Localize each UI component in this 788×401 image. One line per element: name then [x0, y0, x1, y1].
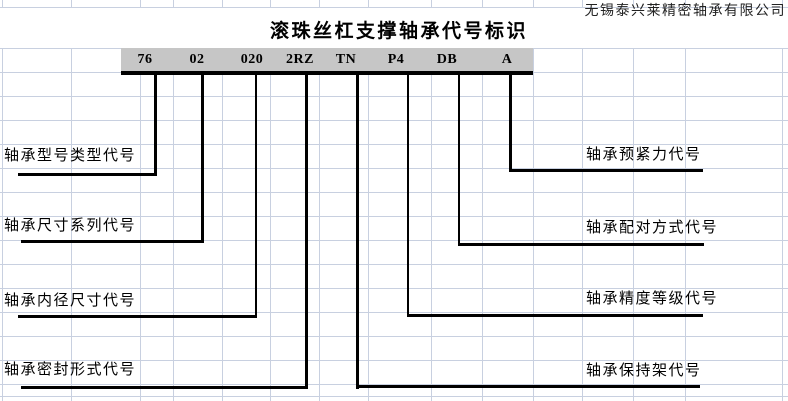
code-band-underline	[121, 71, 533, 75]
page-title: 滚珠丝杠支撑轴承代号标识	[269, 21, 529, 42]
connector-vline	[509, 74, 512, 172]
grid-vline-stub	[685, 0, 686, 7]
grid-vline	[270, 48, 271, 401]
grid-hline	[0, 168, 788, 169]
grid-hline	[0, 96, 788, 97]
connector-hline	[406, 314, 703, 317]
grid-vline	[222, 48, 223, 401]
grid-vline-stub	[533, 0, 534, 7]
connector-vline	[201, 74, 204, 243]
grid-hline	[0, 336, 788, 337]
code-segment-bore-size: 020	[240, 52, 264, 67]
code-band	[121, 48, 533, 71]
label-size-series-code: 轴承尺寸系列代号	[4, 218, 137, 234]
grid-hline	[0, 240, 788, 241]
grid-hline	[0, 7, 788, 8]
grid-vline-stub	[482, 0, 483, 7]
code-segment-cage: TN	[335, 52, 357, 67]
connector-hline	[18, 315, 257, 318]
grid-vline-stub	[368, 0, 369, 7]
grid-vline-stub	[173, 0, 174, 7]
grid-vline-stub	[633, 0, 634, 7]
grid-vline	[71, 48, 72, 401]
code-segment-model-type: 76	[137, 52, 153, 67]
code-segment-seal-type: 2RZ	[286, 52, 314, 67]
grid-vline-stub	[270, 0, 271, 7]
grid-hline	[0, 192, 788, 193]
connector-vline	[457, 74, 460, 246]
grid-hline	[0, 264, 788, 265]
grid-hline	[0, 216, 788, 217]
grid-vline	[368, 48, 369, 401]
code-segment-size-series: 02	[189, 52, 205, 67]
grid-hline	[0, 144, 788, 145]
grid-hline	[0, 120, 788, 121]
connector-hline	[18, 173, 156, 176]
code-segment-precision: P4	[387, 52, 405, 67]
connector-vline	[154, 74, 157, 176]
label-precision-code: 轴承精度等级代号	[586, 291, 719, 307]
connector-vline	[254, 74, 257, 318]
code-segment-pairing: DB	[436, 52, 458, 67]
label-pairing-code: 轴承配对方式代号	[586, 220, 719, 236]
connector-hline	[509, 169, 703, 172]
grid-vline-stub	[582, 0, 583, 7]
grid-vline-stub	[222, 0, 223, 7]
label-model-type-code: 轴承型号类型代号	[4, 148, 137, 164]
grid-vline	[482, 48, 483, 401]
connector-hline	[21, 240, 203, 243]
label-preload-code: 轴承预紧力代号	[586, 147, 702, 163]
grid-hline	[0, 360, 788, 361]
grid-vline	[533, 48, 534, 401]
code-segment-preload: A	[501, 52, 513, 67]
connector-vline	[356, 74, 359, 389]
grid-hline	[0, 288, 788, 289]
grid-hline	[0, 396, 788, 397]
label-seal-type-code: 轴承密封形式代号	[4, 362, 137, 378]
label-bore-size-code: 轴承内径尺寸代号	[4, 293, 137, 309]
grid-vline	[582, 48, 583, 401]
grid-vline	[173, 48, 174, 401]
grid-vline-stub	[431, 0, 432, 7]
grid-vline	[685, 48, 686, 401]
grid-vline	[319, 48, 320, 401]
grid-vline-stub	[71, 0, 72, 7]
connector-vline	[406, 74, 409, 317]
connector-hline	[21, 386, 307, 389]
grid-vline-stub	[2, 0, 3, 7]
grid-vline	[431, 48, 432, 401]
grid-vline-stub	[319, 0, 320, 7]
connector-vline	[305, 74, 308, 389]
grid-hline	[0, 384, 788, 385]
connector-hline	[457, 243, 704, 246]
company-name: 无锡泰兴莱精密轴承有限公司	[584, 2, 786, 18]
grid-vline	[782, 48, 783, 401]
label-cage-code: 轴承保持架代号	[586, 363, 702, 379]
grid-vline	[140, 48, 141, 401]
grid-vline-stub	[782, 0, 783, 7]
grid-hline	[0, 312, 788, 313]
grid-vline-stub	[140, 0, 141, 7]
grid-vline	[633, 48, 634, 401]
connector-hline	[356, 385, 700, 388]
grid-vline	[2, 48, 3, 401]
